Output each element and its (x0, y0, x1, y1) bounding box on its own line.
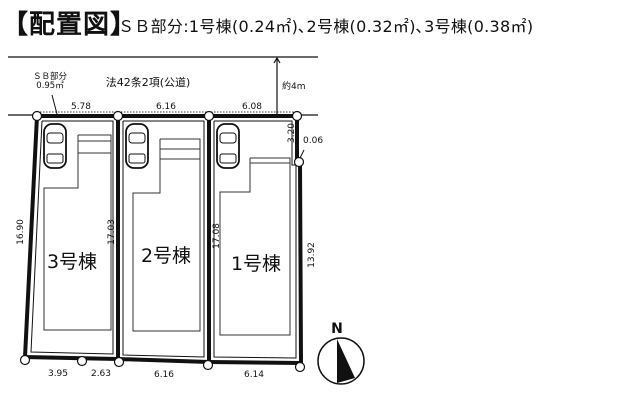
dim-right-lower: 13.92 (307, 242, 317, 268)
dim-rear-b: 2.63 (91, 369, 111, 379)
north-compass-icon: N (317, 321, 365, 385)
car-icon (216, 123, 240, 169)
dim-rear-d: 6.14 (244, 370, 264, 380)
north-label: N (331, 321, 343, 337)
dim-boundary-2-1: 17.08 (212, 223, 222, 249)
sb-leader-line (51, 94, 58, 115)
lot-2-inner (122, 120, 205, 358)
setback-summary: ＳＢ部分:1号棟(0.24㎡)､2号棟(0.32㎡)､3号棟(0.38㎡) (118, 17, 534, 36)
lot-label-2: 2号棟 (141, 245, 191, 267)
sb-label-1: ＳＢ部分 (33, 71, 68, 82)
lot-3-inner (30, 120, 114, 355)
dim-right-offset: 0.06 (303, 136, 323, 146)
lot-label-3: 3号棟 (47, 251, 97, 273)
building-2 (132, 138, 201, 332)
boundary-marker-icon (19, 110, 306, 373)
right-boundary (295, 116, 303, 364)
dim-front-1: 6.08 (242, 102, 262, 112)
building-3 (43, 134, 112, 331)
dim-front-3: 5.78 (71, 102, 91, 112)
dim-right-upper: 3.20 (287, 123, 297, 143)
offset-leader (299, 149, 305, 159)
lot-label-1: 1号棟 (231, 253, 281, 275)
road-width-label: 約4m (282, 80, 306, 92)
car-icon (43, 123, 67, 169)
arrow-head-icon (273, 56, 281, 64)
dim-left-side: 16.90 (16, 219, 26, 245)
car-icon (125, 123, 149, 169)
dim-rear-c: 6.16 (154, 370, 174, 380)
dim-rear-a: 3.95 (48, 369, 68, 379)
page-title: 【配置図】 (2, 10, 138, 40)
road-label: 法42条2項(公道) (106, 75, 191, 89)
sb-label-2: 0.95㎡ (36, 81, 64, 91)
dim-front-2: 6.16 (156, 102, 176, 112)
dim-boundary-3-2: 17.03 (107, 219, 117, 245)
building-1 (219, 157, 291, 336)
